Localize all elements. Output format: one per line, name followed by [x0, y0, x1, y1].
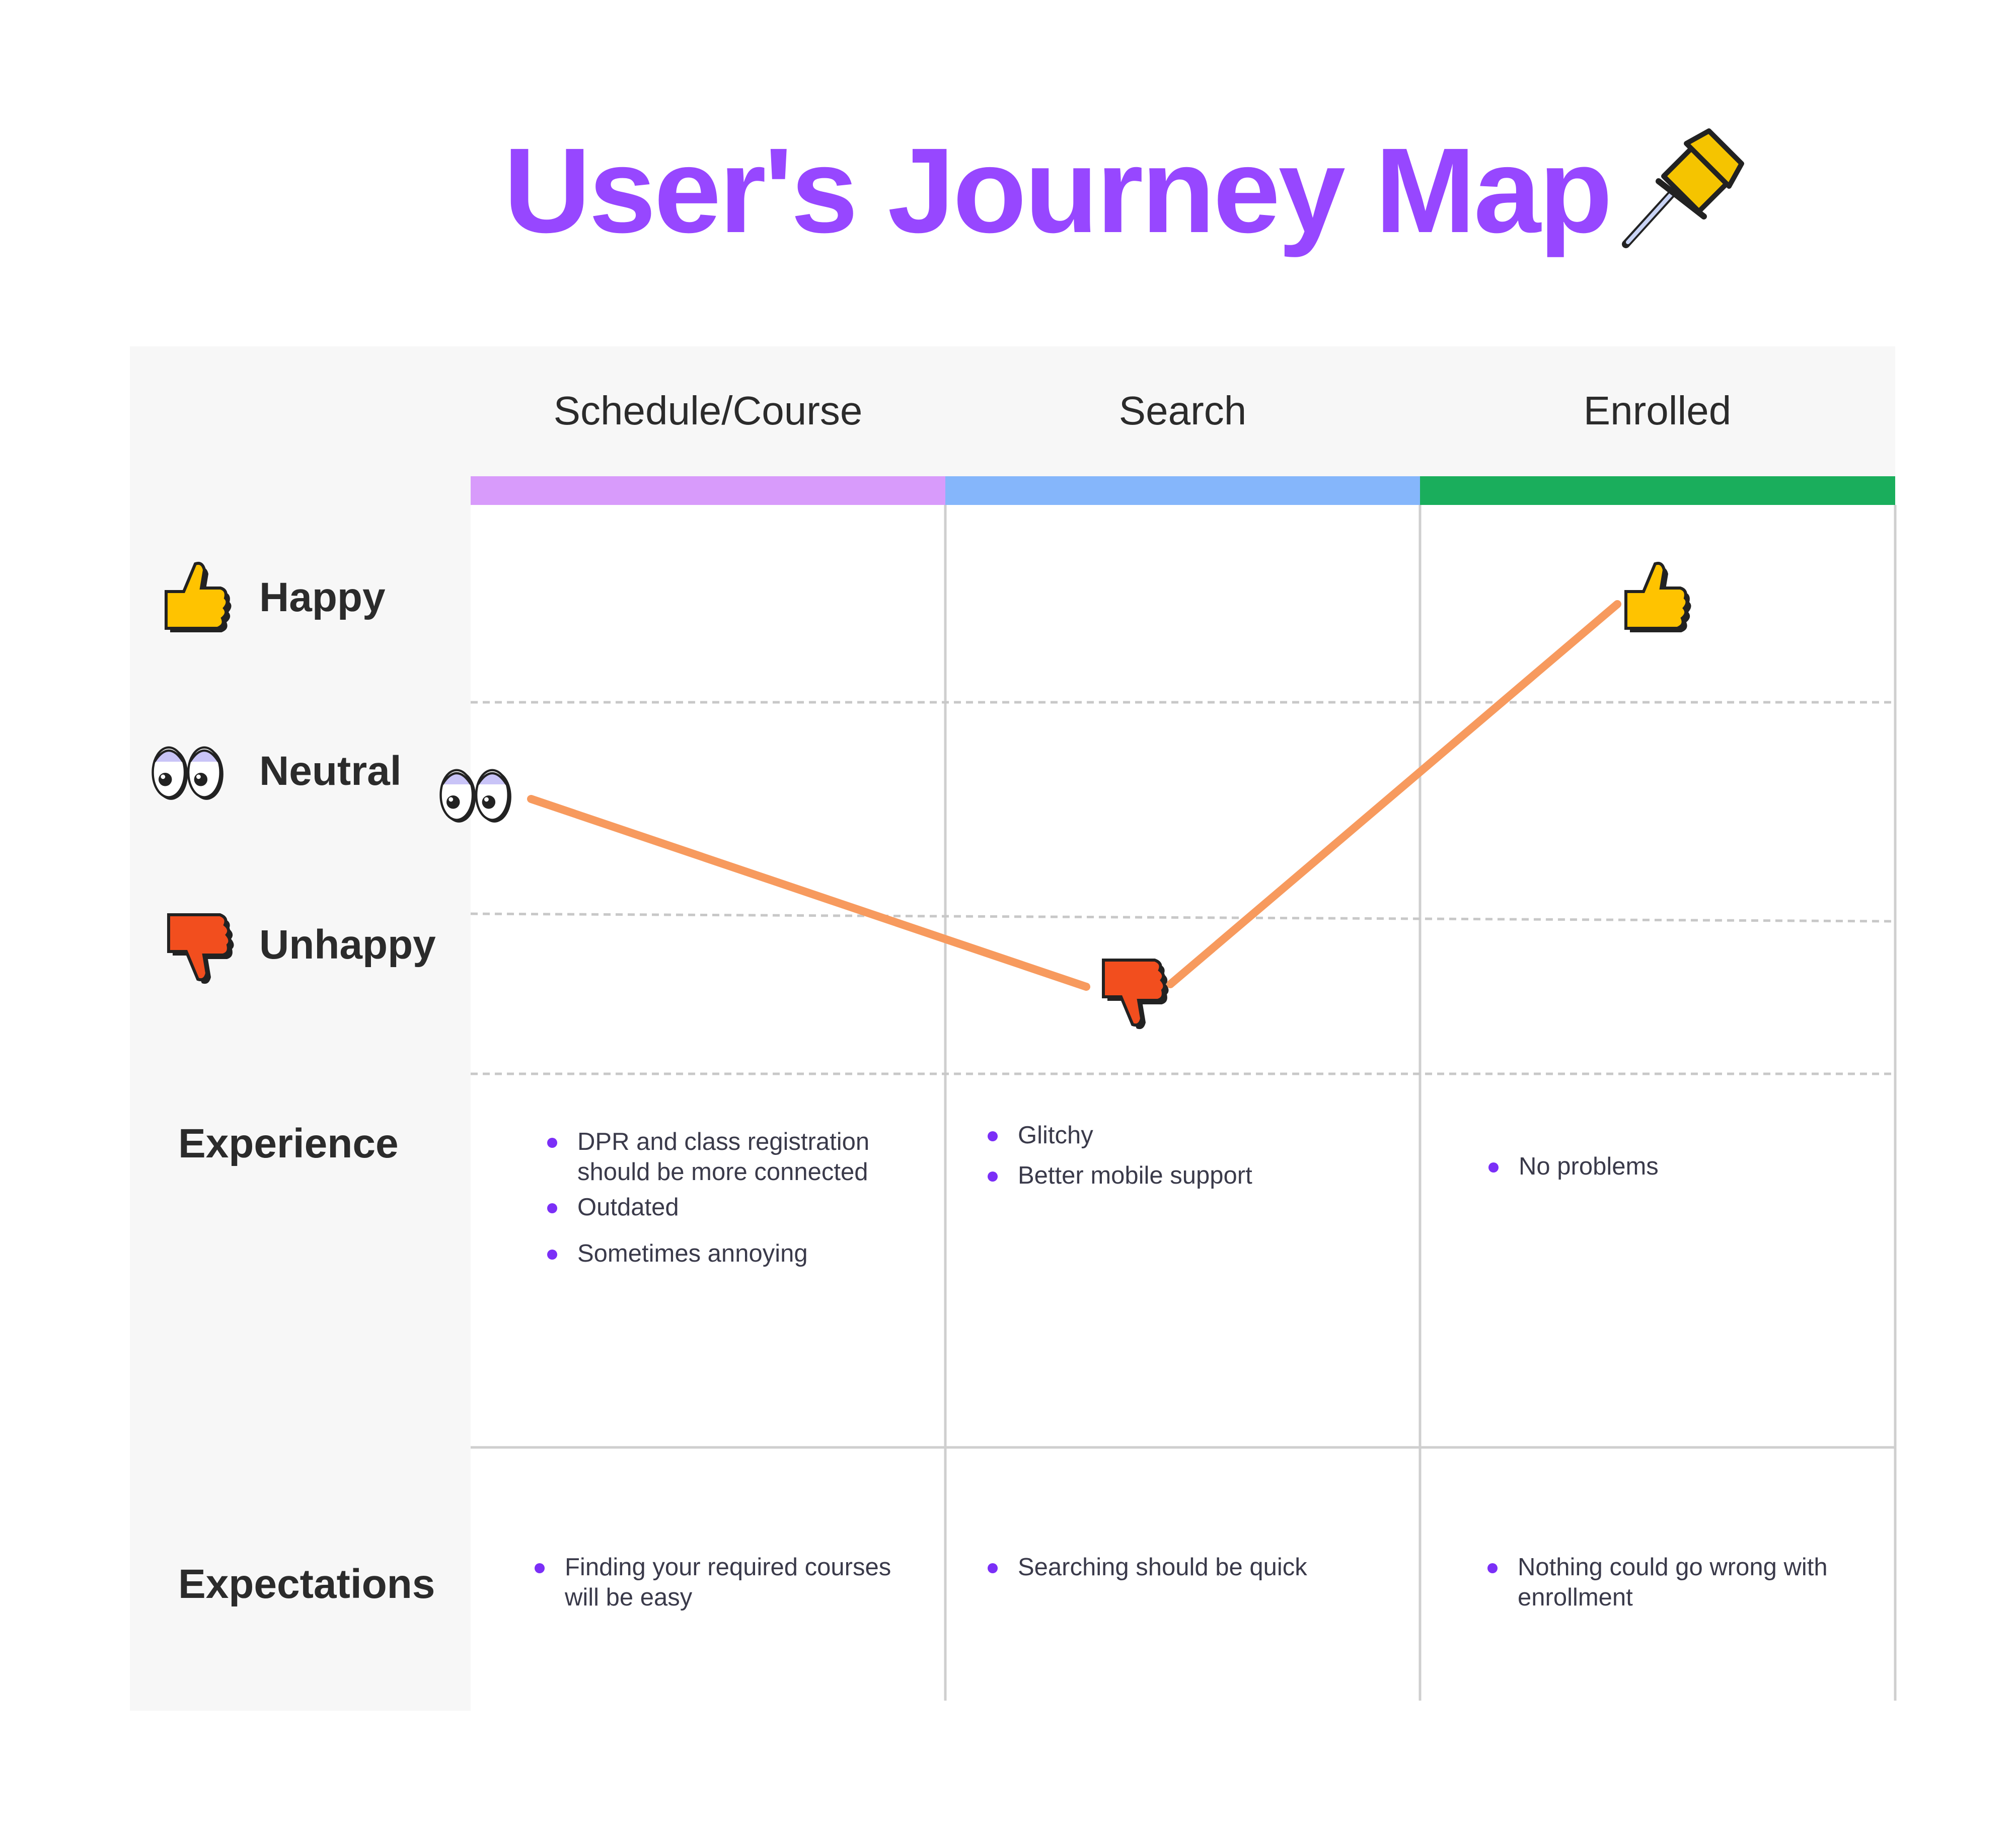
row-label-experience: Experience — [178, 1121, 399, 1166]
thumbs-up-icon — [165, 561, 232, 632]
stage-color-bar-schedule — [471, 476, 945, 505]
list-item: Searching should be quick — [982, 1552, 1394, 1582]
list-item: No problems — [1482, 1151, 1865, 1182]
stage-color-bar-enrolled — [1420, 476, 1895, 505]
row-label-expectations: Expectations — [178, 1561, 435, 1607]
list-item: Nothing could go wrong with enrollment — [1481, 1552, 1834, 1613]
list-item: DPR and class registration should be mor… — [541, 1127, 924, 1187]
eyes-icon — [439, 769, 511, 823]
experience-notes-enrolled: No problems — [1482, 1151, 1865, 1198]
sentiment-label-unhappy: Unhappy — [259, 922, 436, 968]
sentiment-divider — [470, 912, 1896, 923]
stage-header-enrolled: Enrolled — [1583, 388, 1732, 433]
sentiment-label-neutral: Neutral — [259, 748, 402, 794]
list-item: Outdated — [541, 1192, 924, 1222]
list-item: Finding your required courses will be ea… — [529, 1552, 911, 1613]
list-item: Better mobile support — [982, 1160, 1394, 1191]
stage-header-schedule: Schedule/Course — [553, 388, 863, 433]
eyes-icon — [152, 746, 223, 800]
row-label-panel — [130, 346, 471, 1711]
experience-notes-search: Glitchy Better mobile support — [982, 1120, 1394, 1207]
stage-header-search: Search — [1118, 388, 1247, 433]
pushpin-icon — [1622, 128, 1744, 248]
thumbs-down-icon — [1102, 959, 1169, 1030]
list-item: Sometimes annoying — [541, 1238, 924, 1269]
expectations-notes-search: Searching should be quick — [982, 1552, 1394, 1598]
stage-color-bar-search — [945, 476, 1420, 505]
thumbs-up-icon — [1624, 561, 1691, 632]
expectations-notes-enrolled: Nothing could go wrong with enrollment — [1481, 1552, 1834, 1629]
journey-line-segment — [1166, 600, 1621, 988]
sentiment-label-happy: Happy — [259, 574, 386, 620]
journey-line-segment — [527, 795, 1090, 991]
stage-header-band — [471, 346, 1895, 476]
experience-notes-schedule: DPR and class registration should be mor… — [541, 1127, 924, 1285]
page-title: User's Journey Map — [503, 123, 1612, 258]
thumbs-down-icon — [167, 913, 234, 984]
list-item: Glitchy — [982, 1120, 1394, 1150]
expectations-notes-schedule: Finding your required courses will be ea… — [529, 1552, 911, 1629]
